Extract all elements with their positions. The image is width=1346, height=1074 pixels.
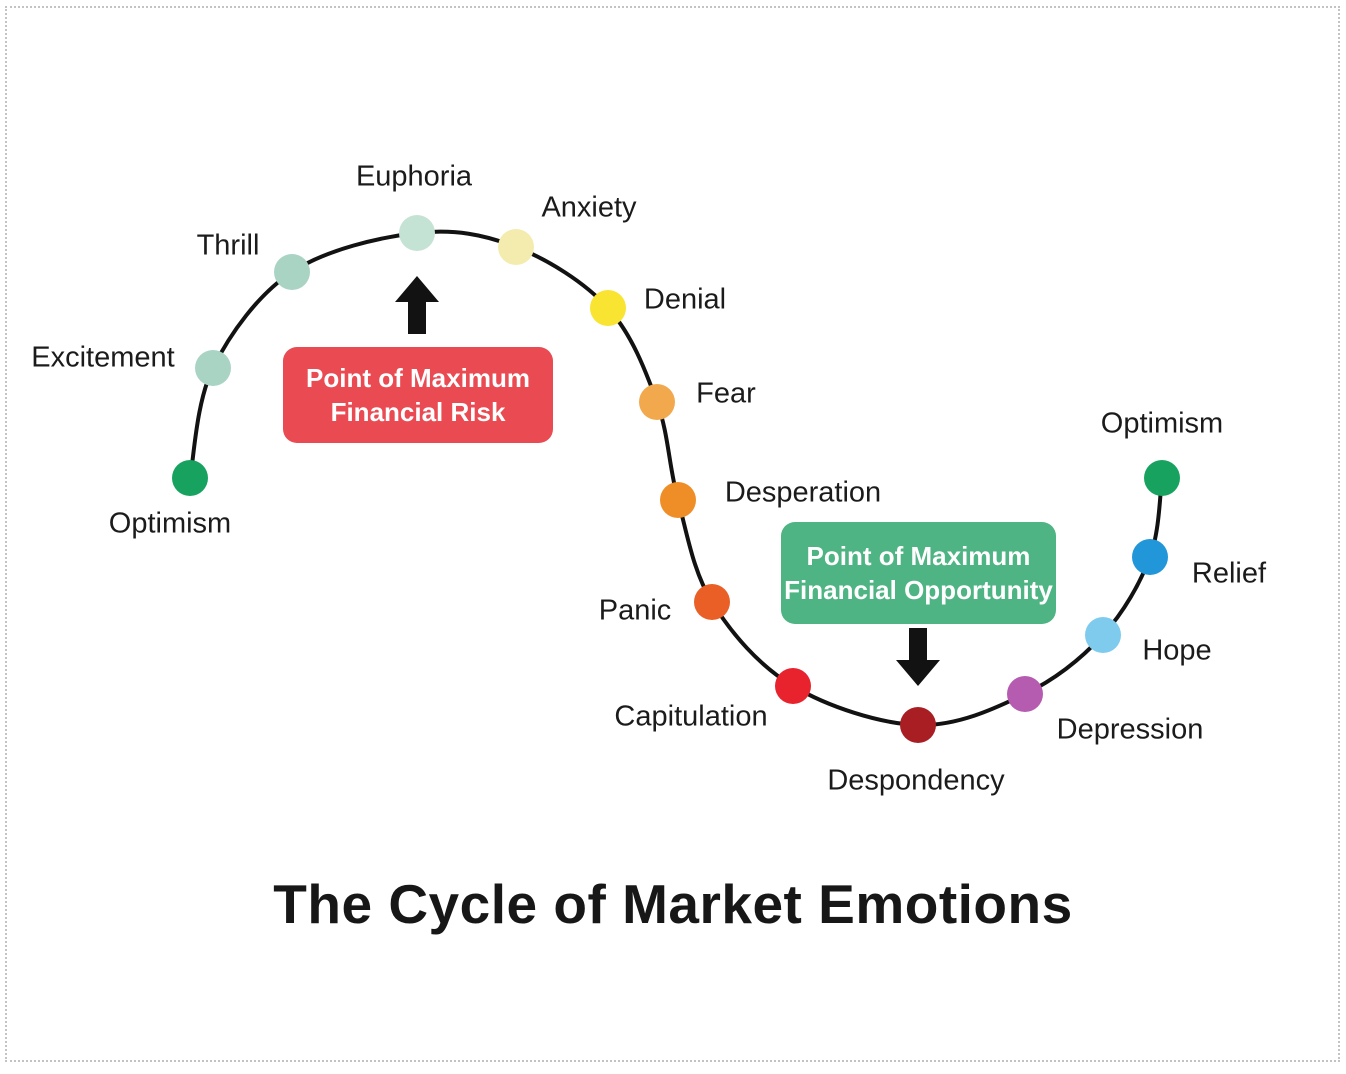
emotion-label-desperation: Desperation (724, 476, 882, 509)
emotion-dot-anxiety (498, 229, 534, 265)
emotion-dot-hope (1085, 617, 1121, 653)
emotion-dot-depression (1007, 676, 1043, 712)
emotion-label-anxiety: Anxiety (541, 191, 637, 224)
max-opportunity-down-arrow-icon (896, 628, 940, 686)
max-risk-text: Point of Maximum Financial Risk (306, 362, 530, 427)
emotion-dot-fear (639, 384, 675, 420)
emotion-dots-layer (172, 215, 1180, 743)
emotion-dot-denial (590, 290, 626, 326)
emotion-label-capitulation: Capitulation (614, 700, 768, 733)
emotion-label-denial: Denial (643, 283, 727, 316)
emotion-dot-thrill (274, 254, 310, 290)
max-opportunity-callout: Point of Maximum Financial Opportunity (781, 522, 1056, 624)
emotion-dot-optimism-start (172, 460, 208, 496)
emotion-dot-optimism-end (1144, 460, 1180, 496)
max-risk-callout: Point of Maximum Financial Risk (283, 347, 553, 443)
emotion-dot-capitulation (775, 668, 811, 704)
emotion-label-euphoria: Euphoria (355, 160, 473, 193)
emotion-label-relief: Relief (1191, 557, 1267, 590)
emotion-dot-despondency (900, 707, 936, 743)
emotion-label-excitement: Excitement (31, 341, 175, 374)
emotion-dot-euphoria (399, 215, 435, 251)
emotion-label-optimism-end: Optimism (1100, 407, 1224, 440)
max-opportunity-text: Point of Maximum Financial Opportunity (784, 540, 1053, 605)
diagram-title: The Cycle of Market Emotions (273, 873, 1073, 935)
emotion-dot-panic (694, 584, 730, 620)
emotion-label-optimism-start: Optimism (108, 507, 232, 540)
emotion-label-thrill: Thrill (196, 229, 260, 262)
emotion-dot-relief (1132, 539, 1168, 575)
emotion-label-fear: Fear (696, 377, 756, 410)
emotion-label-panic: Panic (598, 594, 672, 627)
emotion-dot-desperation (660, 482, 696, 518)
emotion-label-depression: Depression (1056, 713, 1204, 746)
emotion-label-despondency: Despondency (827, 764, 1005, 797)
emotion-label-hope: Hope (1142, 634, 1212, 667)
emotion-dot-excitement (195, 350, 231, 386)
max-risk-up-arrow-icon (395, 276, 439, 334)
